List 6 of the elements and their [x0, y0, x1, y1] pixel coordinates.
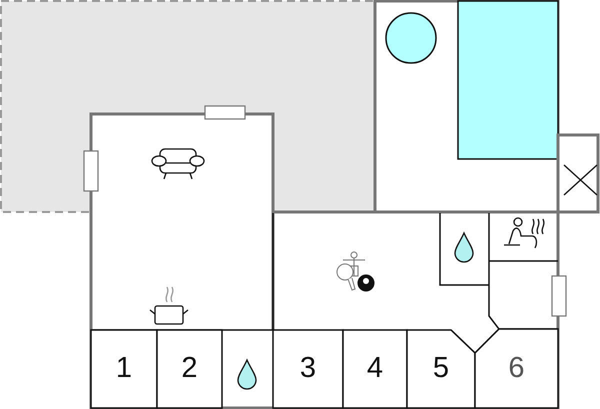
room-number: 3	[300, 353, 316, 383]
room-number: 6	[508, 353, 525, 383]
room-number: 5	[432, 353, 450, 383]
room-number: 1	[116, 353, 132, 383]
room-number: 2	[181, 353, 198, 383]
room-number: 4	[366, 353, 384, 383]
